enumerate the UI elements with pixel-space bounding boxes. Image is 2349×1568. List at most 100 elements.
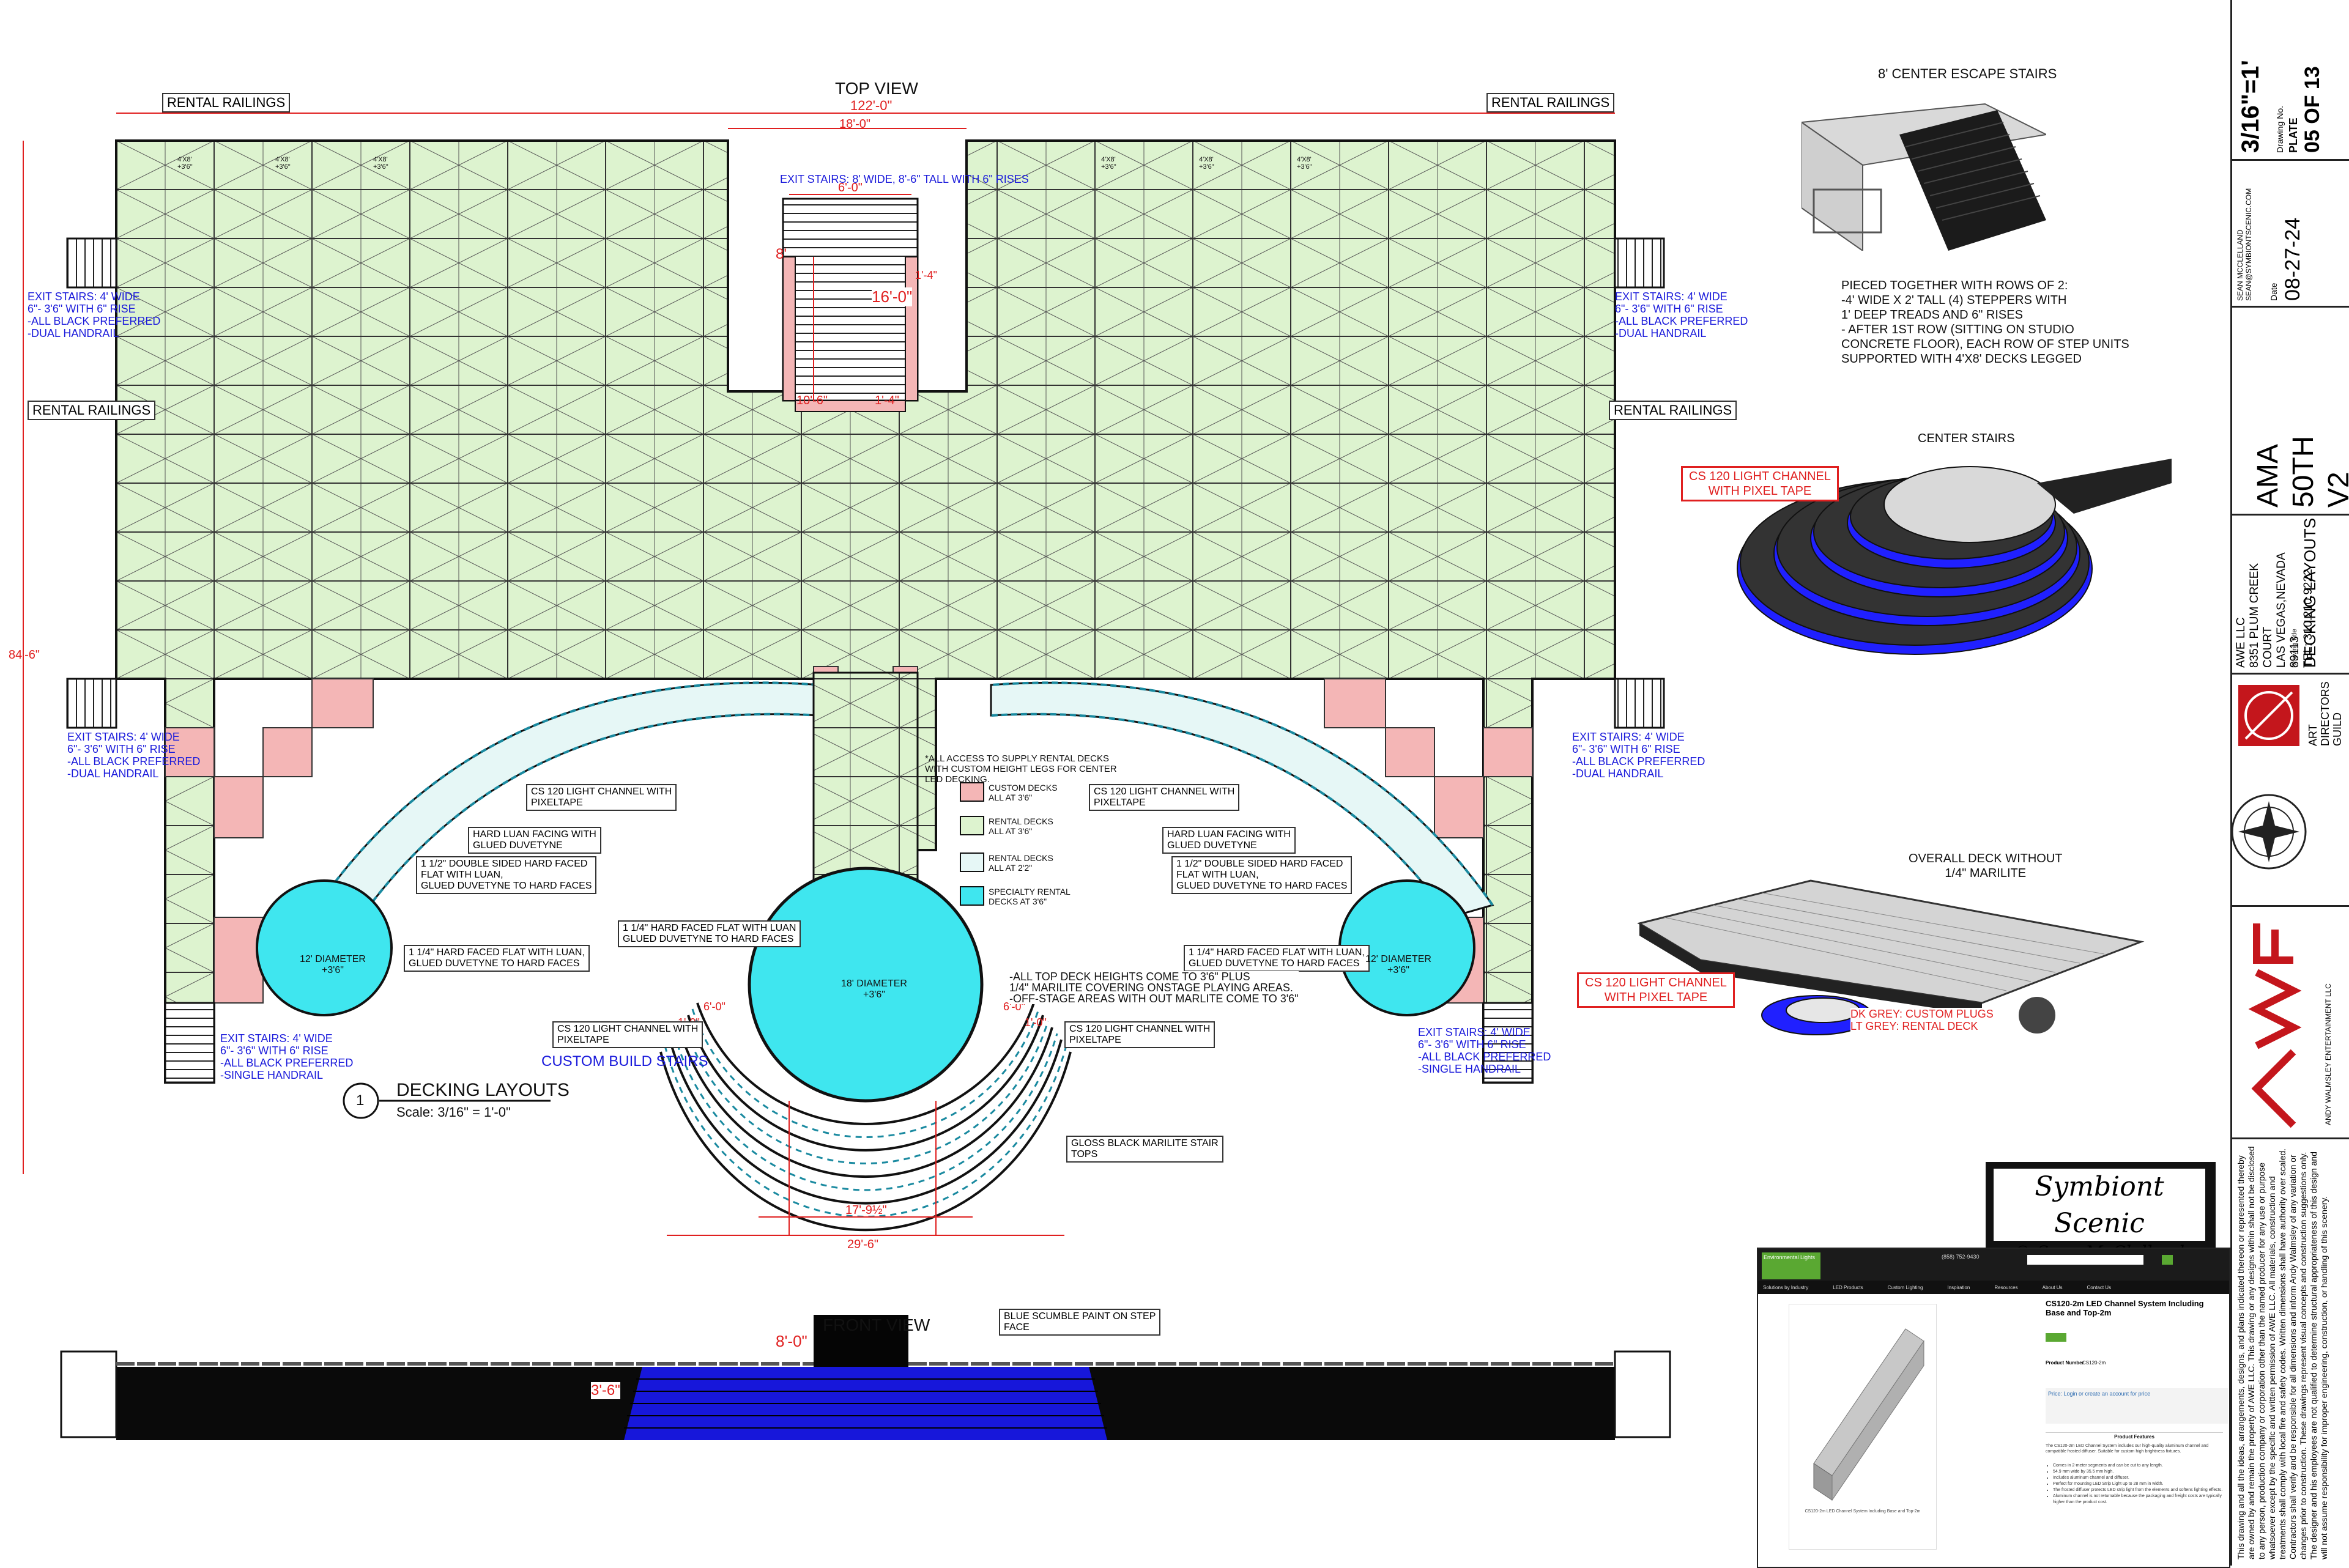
- product-search-input[interactable]: [2027, 1255, 2143, 1265]
- feature-item: Comes in 2-meter segments and can be cut…: [2053, 1463, 2229, 1469]
- part-label: Product Number: [2046, 1360, 2084, 1366]
- legend-item-specialty: SPECIALTY RENTAL DECKS AT 3'6": [989, 887, 1071, 906]
- symbiont-scenic-logo: Symbiont Scenic © Sean McClelland: [1986, 1162, 2216, 1262]
- center-exit-stairs-note: EXIT STAIRS: 8' WIDE, 8'-6" TALL WITH 6"…: [780, 173, 1029, 185]
- tb-awe-caption: ANDY WALMSLEY ENTERTAINMENT LLC: [2324, 983, 2332, 1125]
- price-box[interactable]: Price: Login or create an account for pr…: [2046, 1388, 2228, 1424]
- drawing-scale: Scale: 3/16" = 1'-0": [396, 1104, 511, 1120]
- right-platform-diameter: 12' DIAMETER +3'6": [1365, 954, 1431, 975]
- feature-item: 54.9 mm wide by 35.5 mm high.: [2053, 1469, 2229, 1475]
- legend-swatches: [960, 782, 984, 906]
- logo-wordmark: Symbiont Scenic: [2035, 1171, 2164, 1239]
- exit-stairs-note-right-top: EXIT STAIRS: 4' WIDE 6"- 3'6" WITH 6" RI…: [1615, 290, 1748, 339]
- deck-cell-label: 4'X8' +3'6": [1297, 156, 1312, 171]
- flat-callout-left: 1 1/4" HARD FACED FLAT WITH LUAN, GLUED …: [404, 945, 590, 972]
- inner-width-dim: 18'-0": [839, 117, 870, 131]
- center-spine: [812, 671, 919, 882]
- deck-cell-label: 4'X8' +3'6": [1199, 156, 1214, 171]
- center-round-platform: [748, 867, 984, 1103]
- right-1-4-dim: 1'-4": [875, 394, 899, 407]
- tb-awe-logo: ANDY WALMSLEY ENTERTAINMENT LLC: [2232, 905, 2349, 1139]
- exit-stairs-note-right-mid: EXIT STAIRS: 4' WIDE 6"- 3'6" WITH 6" RI…: [1572, 731, 1705, 780]
- dim-6-0: 6'-0": [703, 1000, 725, 1013]
- cart-icon[interactable]: [2162, 1255, 2173, 1265]
- front-view-title: FRONT VIEW: [823, 1315, 930, 1334]
- legend-item-rental-36: RENTAL DECKS ALL AT 3'6": [989, 816, 1053, 836]
- part-value: CS120-2m: [2082, 1360, 2106, 1366]
- tb-disclaimer-text: This drawing and all the ideas, arrangem…: [2236, 1146, 2329, 1559]
- escape-stairs-render: [1802, 103, 2046, 251]
- exit-stairs-note-left-mid: EXIT STAIRS: 4' WIDE 6"- 3'6" WITH 6" RI…: [67, 731, 201, 780]
- top-view-title: TOP VIEW: [835, 79, 918, 98]
- product-phone: (858) 752-9430: [1942, 1254, 1980, 1260]
- center-stairs-title: CENTER STAIRS: [1918, 432, 2015, 445]
- stair-width-dim: 6'-0": [838, 181, 863, 194]
- escape-stairs-note: PIECED TOGETHER WITH ROWS OF 2: -4' WIDE…: [1841, 279, 2129, 366]
- legend-item-custom: CUSTOM DECKS ALL AT 3'6": [989, 783, 1058, 802]
- front-small-dim: 3'-6": [591, 1382, 620, 1399]
- cs120-callout-center-left: CS 120 LIGHT CHANNEL WITH PIXELTAPE: [552, 1021, 703, 1048]
- escape-stairs-title: 8' CENTER ESCAPE STAIRS: [1878, 66, 2057, 81]
- led-channel-icon: [1813, 1328, 1924, 1501]
- tb-project-name: AMA 50TH V2: [2252, 435, 2349, 508]
- deck-cell-label: 4'X8' +3'6": [373, 156, 388, 171]
- product-image-caption: CS120-2m LED Channel System Including Ba…: [1805, 1509, 1921, 1514]
- tb-drawing-title: DECKING LAYOUTS: [2301, 517, 2319, 668]
- detail-bubble: [343, 1082, 379, 1119]
- overall-deck-callout: CS 120 LIGHT CHANNEL WITH PIXEL TAPE: [1577, 972, 1735, 1008]
- tb-plate-label: PLATE: [2287, 117, 2299, 153]
- deck-plan-drawing: [23, 113, 1671, 1440]
- double-flat-callout-left: 1 1/2" DOUBLE SIDED HARD FACED FLAT WITH…: [416, 856, 597, 894]
- product-webpage-screenshot: Environmental Lights (858) 752-9430 Solu…: [1757, 1248, 2230, 1568]
- feature-item: Includes aluminum channel and diffuser.: [2053, 1475, 2229, 1481]
- stair-run-dim: 16'-0": [872, 287, 913, 306]
- rental-railings-callout-l: RENTAL RAILINGS: [28, 401, 156, 420]
- product-nav: Solutions by Industry LED Products Custo…: [1758, 1281, 2229, 1294]
- overall-deck-render: [1637, 879, 2145, 1035]
- legend-item-rental-22: RENTAL DECKS ALL AT 2'2": [989, 853, 1053, 873]
- features-body: The CS120-2m LED Channel System includes…: [2046, 1444, 2209, 1454]
- features-title: Product Features: [2046, 1432, 2223, 1440]
- tb-scale: 3/16"=1': [2237, 60, 2264, 153]
- overall-deck-title: OVERALL DECK WITHOUT 1/4" MARILITE: [1909, 852, 2063, 880]
- tb-drawing-title-label: Drawing Title: [2291, 629, 2298, 668]
- side-8-dim: 8': [776, 246, 787, 262]
- tb-drawing-no-label: Drawing No.: [2275, 105, 2285, 153]
- exit-stairs-note-left-bot: EXIT STAIRS: 4' WIDE 6"- 3'6" WITH 6" RI…: [220, 1032, 354, 1081]
- custom-build-stairs: [659, 1002, 1072, 1232]
- feature-item: Aluminum channel is not returnable becau…: [2053, 1493, 2229, 1506]
- drawing-title: DECKING LAYOUTS: [396, 1080, 570, 1100]
- product-title: CS120-2m LED Channel System Including Ba…: [2046, 1299, 2204, 1317]
- product-image: CS120-2m LED Channel System Including Ba…: [1789, 1304, 1937, 1550]
- tb-adg-text: ART DIRECTORS GUILD: [2307, 681, 2343, 746]
- nav-item[interactable]: Resources: [1994, 1284, 2018, 1290]
- front-height-dim: 8'-0": [776, 1332, 807, 1351]
- title-block: 3/16"=1' Drawing No. PLATE 05 OF 13 SEAN…: [2230, 0, 2349, 1566]
- deck-heights-note: -ALL TOP DECK HEIGHTS COME TO 3'6" PLUS …: [1009, 971, 1299, 1005]
- center-stairs-callout: CS 120 LIGHT CHANNEL WITH PIXEL TAPE: [1681, 466, 1839, 501]
- exit-stairs-note-left-top: EXIT STAIRS: 4' WIDE 6"- 3'6" WITH 6" RI…: [28, 290, 161, 339]
- awe-logo-icon: [2248, 923, 2302, 1128]
- tb-scale-plate: 3/16"=1' Drawing No. PLATE 05 OF 13: [2232, 0, 2349, 161]
- nav-item[interactable]: About Us: [2042, 1284, 2063, 1290]
- legend-note: *ALL ACCESS TO SUPPLY RENTAL DECKS WITH …: [925, 753, 1117, 785]
- nav-item[interactable]: Solutions by Industry: [1763, 1284, 1809, 1290]
- gloss-black-callout: GLOSS BLACK MARILITE STAIR TOPS: [1066, 1136, 1223, 1163]
- nav-item[interactable]: LED Products: [1833, 1284, 1863, 1290]
- tb-disclaimer: This drawing and all the ideas, arrangem…: [2232, 1137, 2349, 1566]
- rental-railings-callout-r: RENTAL RAILINGS: [1609, 401, 1737, 420]
- dim-1-0-right: 1'-0": [1025, 1016, 1047, 1029]
- center-stairs-render: [1737, 459, 2172, 655]
- double-flat-callout-right: 1 1/2" DOUBLE SIDED HARD FACED FLAT WITH…: [1171, 856, 1353, 894]
- nav-item[interactable]: Inspiration: [1947, 1284, 1970, 1290]
- product-header: Environmental Lights (858) 752-9430: [1758, 1249, 2229, 1281]
- nav-item[interactable]: Contact Us: [2087, 1284, 2112, 1290]
- front-view-elevation: [60, 1315, 1671, 1440]
- nav-item[interactable]: Custom Lighting: [1887, 1284, 1923, 1290]
- dim-17-9: 17'-9½": [845, 1204, 887, 1217]
- tb-plate: 05 OF 13: [2301, 66, 2324, 153]
- deck-cell-label: 4'X8' +3'6": [275, 156, 291, 171]
- left-platform-diameter: 12' DIAMETER +3'6": [300, 954, 366, 975]
- tb-guild-logos: ART DIRECTORS GUILD: [2231, 673, 2349, 907]
- custom-build-stairs-label: CUSTOM BUILD STAIRS: [541, 1053, 708, 1070]
